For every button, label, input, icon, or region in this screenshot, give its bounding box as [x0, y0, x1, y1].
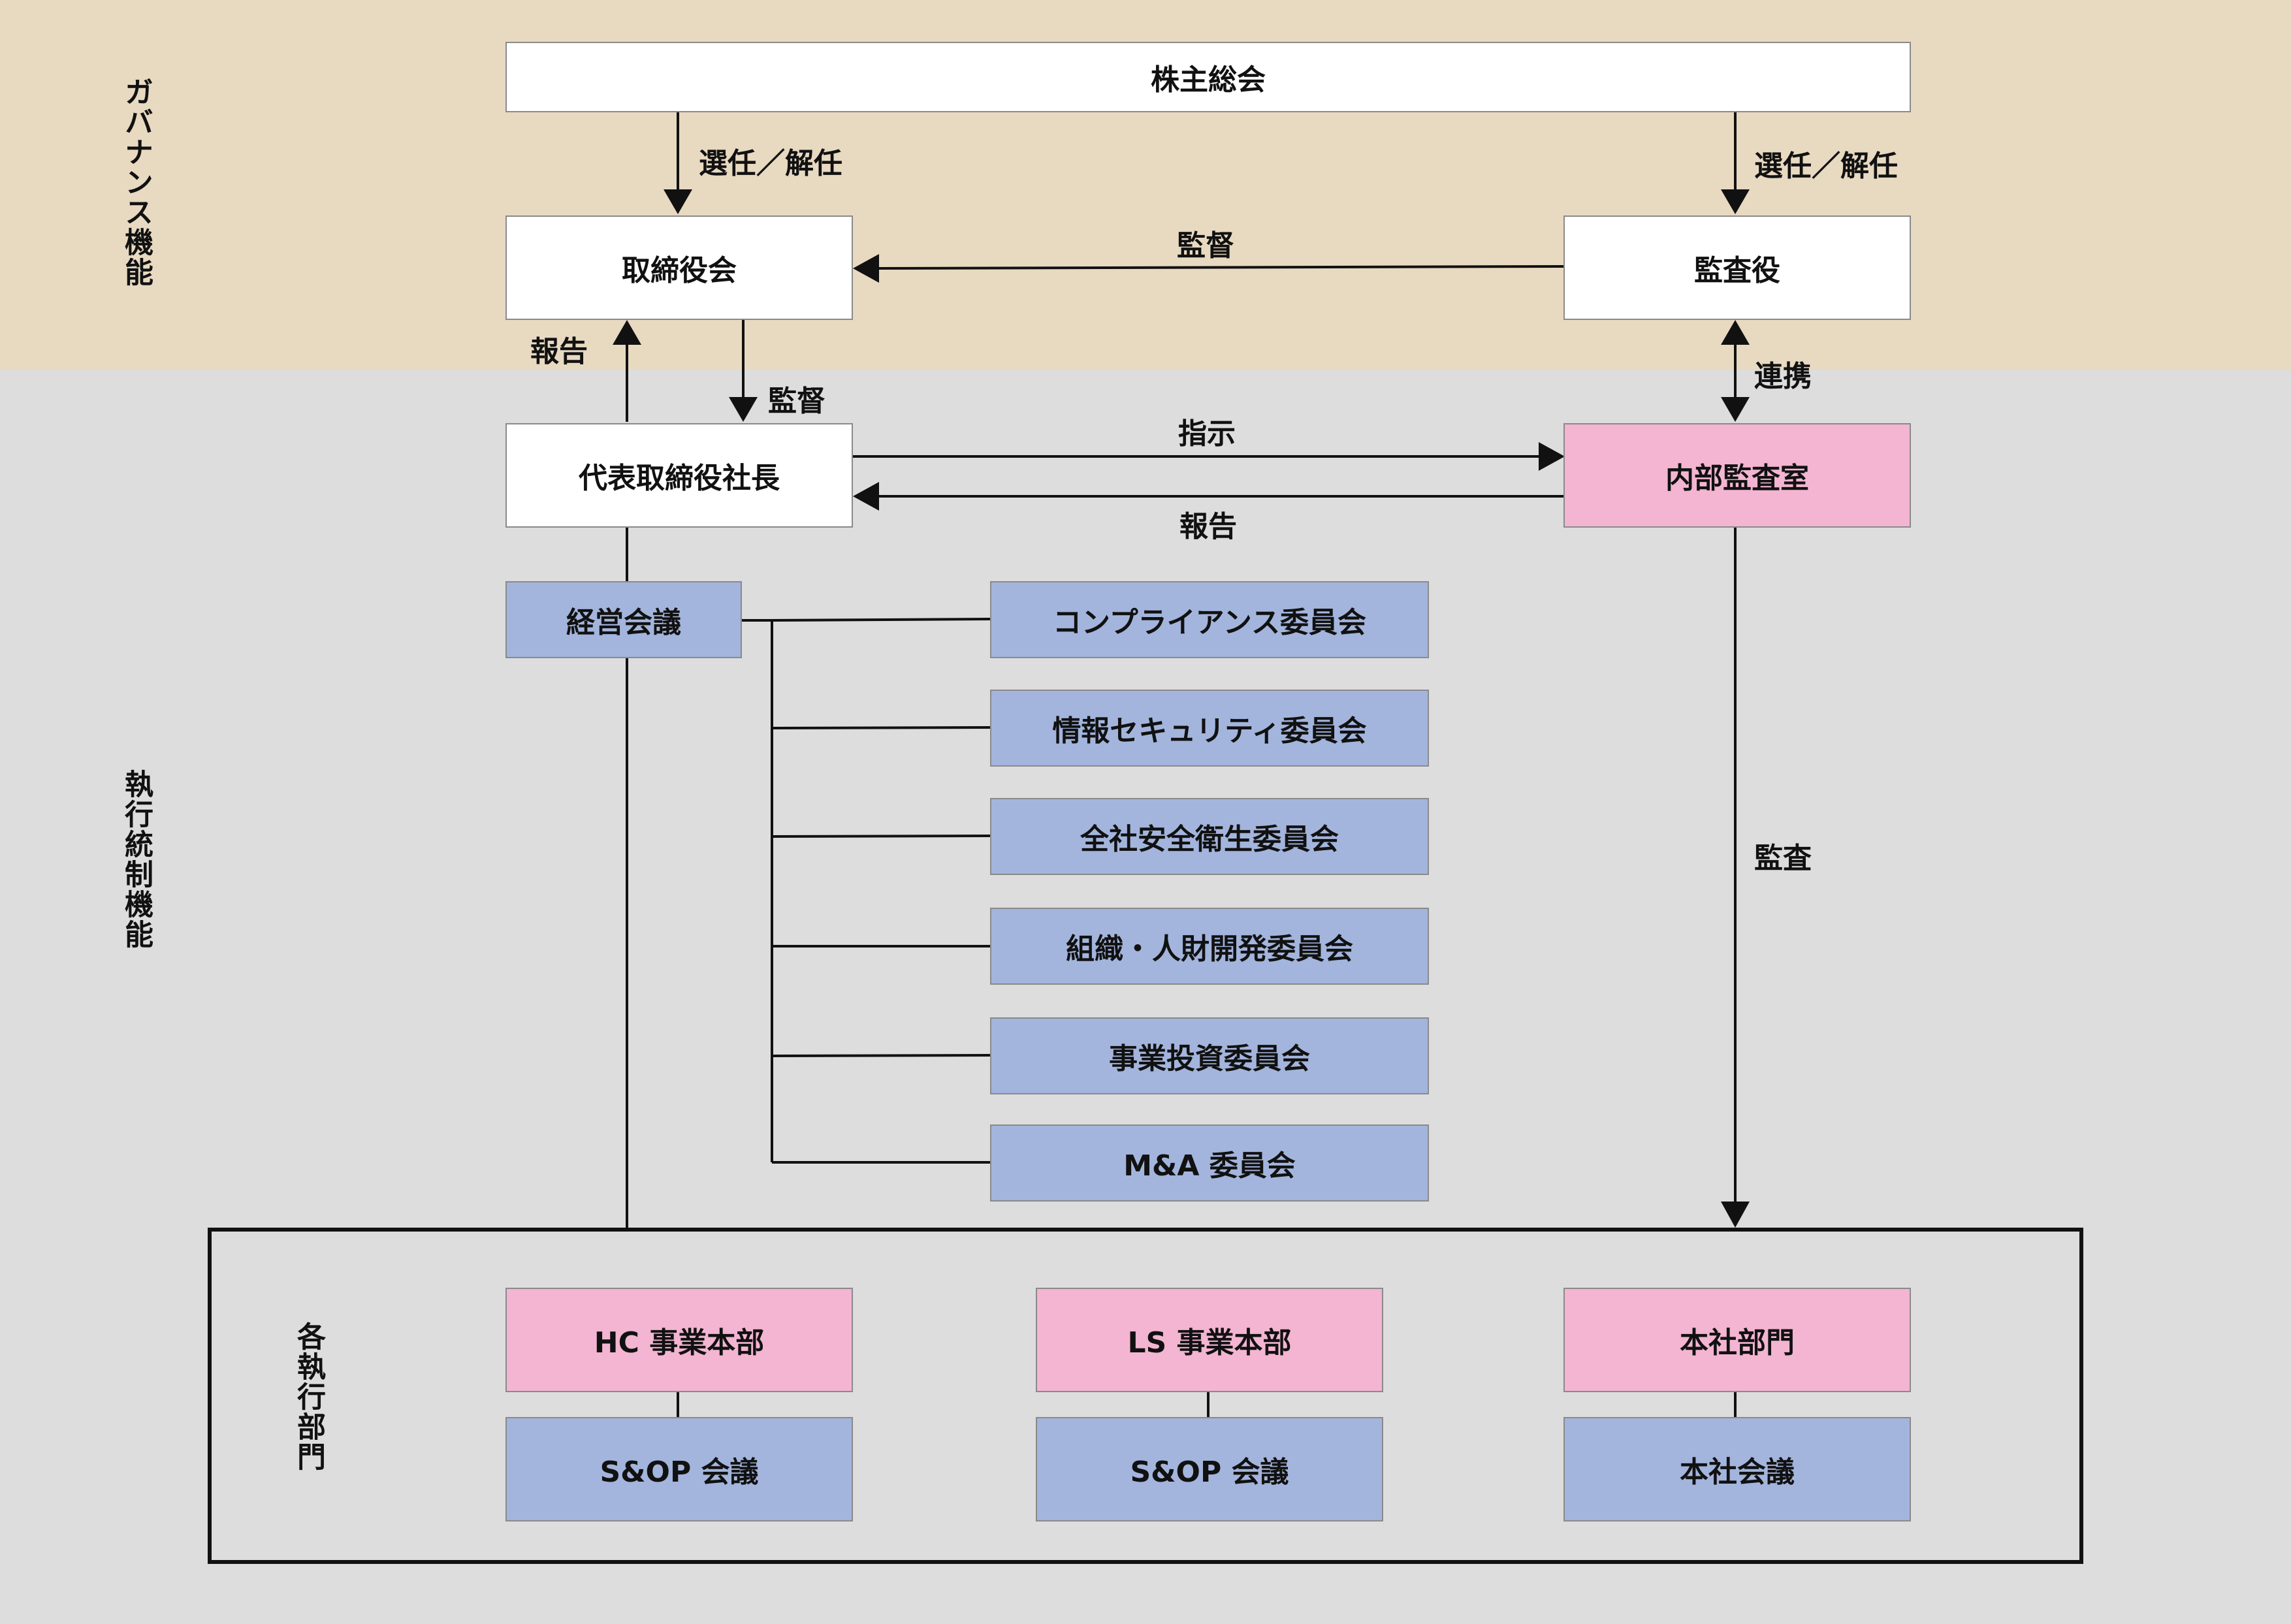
execution-band [0, 370, 2291, 1624]
committee-box: 情報セキュリティ委員会 [990, 690, 1429, 767]
internal-audit-box: 内部監査室 [1563, 423, 1911, 528]
elect-right-label: 選任／解任 [1754, 150, 1898, 183]
departments-section-label: 各執行部門 [292, 1322, 325, 1472]
execution-section-label: 執行統制機能 [120, 769, 153, 949]
audit-supervise-label: 監督 [1177, 229, 1234, 263]
audit-supervise-arrow [874, 265, 1564, 270]
shareholders-meeting-box: 株主総会 [505, 42, 1911, 112]
committee-box: M&A 委員会 [990, 1124, 1429, 1202]
division-meeting-box: S&OP 会議 [1036, 1417, 1383, 1521]
division-meeting-box: 本社会議 [1563, 1417, 1911, 1521]
committee-box: 事業投資委員会 [990, 1017, 1429, 1094]
board-report-label: 報告 [530, 335, 588, 368]
cooperation-label: 連携 [1754, 360, 1812, 393]
division-box: LS 事業本部 [1036, 1288, 1383, 1392]
instruct-label: 指示 [1178, 417, 1236, 451]
committee-box: コンプライアンス委員会 [990, 581, 1429, 658]
committee-box: 組織・人財開発委員会 [990, 908, 1429, 985]
board-box: 取締役会 [505, 215, 853, 320]
division-box: 本社部門 [1563, 1288, 1911, 1392]
committee-box: 全社安全衛生委員会 [990, 798, 1429, 875]
division-meeting-box: S&OP 会議 [505, 1417, 853, 1521]
audit-label: 監査 [1754, 842, 1812, 875]
departments-frame [208, 1228, 2083, 1564]
auditor-box: 監査役 [1563, 215, 1911, 320]
division-box: HC 事業本部 [505, 1288, 853, 1392]
elect-left-label: 選任／解任 [699, 147, 842, 180]
board-supervise-label: 監督 [768, 385, 825, 418]
governance-section-label: ガバナンス機能 [120, 77, 153, 287]
report-back-label: 報告 [1179, 510, 1237, 543]
ceo-box: 代表取締役社長 [505, 423, 853, 528]
management-meeting-box: 経営会議 [505, 581, 742, 658]
